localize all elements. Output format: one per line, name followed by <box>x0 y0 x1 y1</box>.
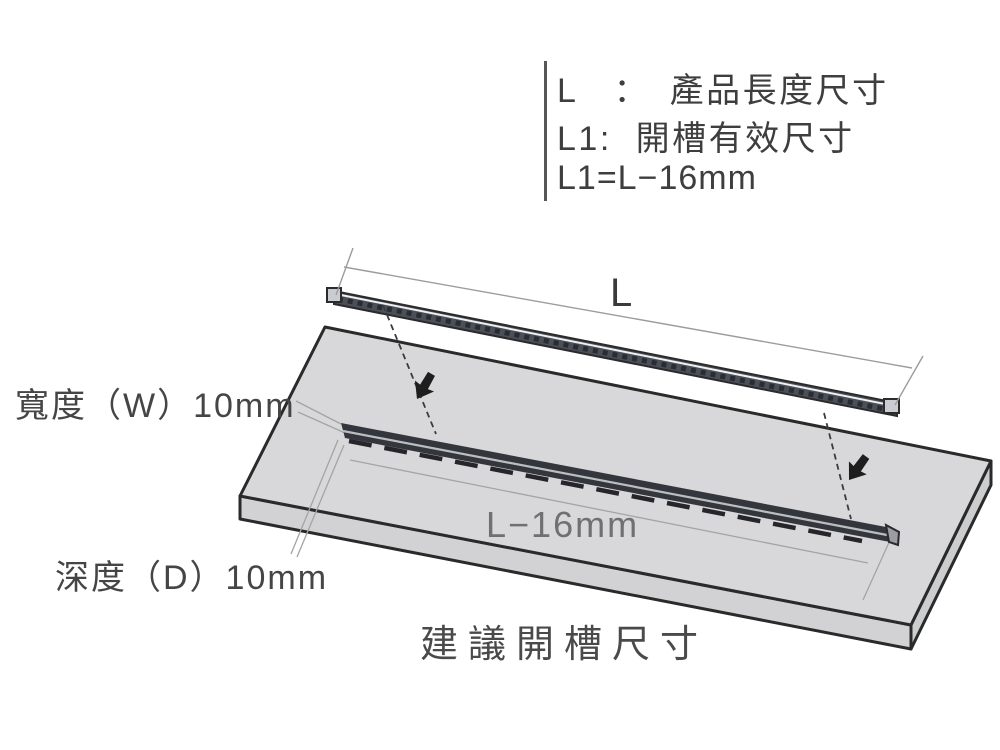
legend-line-product-length: L ： 產品長度尺寸 <box>557 72 889 110</box>
l-extension-left <box>335 247 354 296</box>
depth-leader-line-2 <box>296 444 345 558</box>
strip-led-dots <box>337 296 895 414</box>
groove-inner-highlight <box>342 429 888 537</box>
strip-end-cap-left <box>326 287 342 303</box>
leader-dashed-right <box>823 412 852 520</box>
strip-end-cap-right <box>883 398 900 414</box>
depth-label: 深度（D）10mm <box>55 559 329 597</box>
depth-leader-line-1 <box>290 439 339 555</box>
legend-line-formula: L1=L−16mm <box>557 159 757 197</box>
slot-dimension-line <box>349 459 869 564</box>
insert-arrow-left-icon <box>414 371 435 399</box>
thin-guide-lines <box>290 400 892 601</box>
width-label: 寬度（W）10mm <box>15 387 296 425</box>
l-dimension-line <box>343 266 913 369</box>
diagram-caption: 建議開槽尺寸 <box>420 624 709 666</box>
insert-arrow-right-icon <box>848 454 870 480</box>
strip-top-highlight <box>335 293 896 407</box>
width-leader-line-2 <box>297 411 346 434</box>
leader-dashed-left <box>382 304 437 435</box>
legend-line-slot-effective: L1: 開槽有效尺寸 <box>557 120 855 158</box>
l-extension-right <box>894 355 924 406</box>
insertion-leaders <box>382 304 870 520</box>
groove-end-cap <box>884 523 901 547</box>
length-dimension-label: L <box>610 271 633 315</box>
slot-dashed-line <box>348 438 863 544</box>
slot-right-extension-line <box>862 537 892 601</box>
width-leader-line-1 <box>295 400 342 425</box>
dimension-line-L <box>335 247 924 406</box>
groove <box>341 423 901 547</box>
led-strip <box>326 287 900 418</box>
legend-divider-bar <box>544 61 547 201</box>
slot-length-label: L−16mm <box>486 504 640 545</box>
